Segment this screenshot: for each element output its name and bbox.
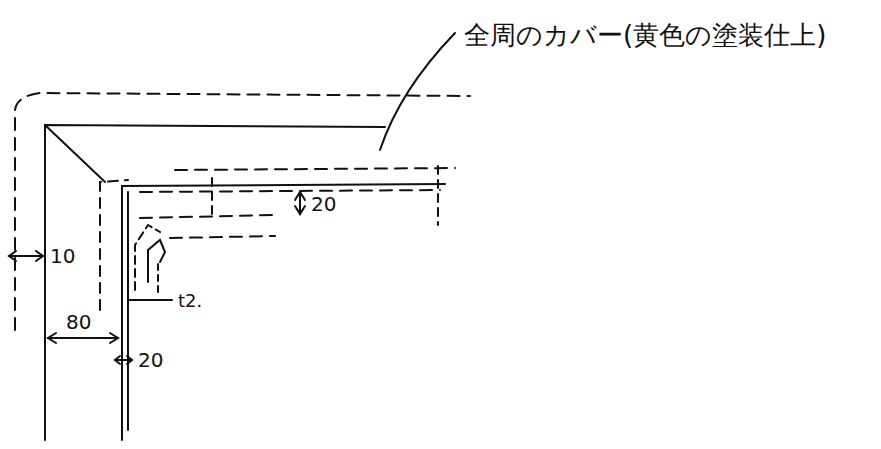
dimension-label: 80	[64, 312, 93, 332]
dimension-label: 20	[136, 350, 165, 370]
note-label: 全周のカバー(黄色の塗装仕上)	[462, 22, 828, 48]
thickness-label: t2.	[176, 292, 204, 310]
dimension-label: 20	[309, 194, 338, 214]
dimension-label: 10	[48, 246, 77, 266]
